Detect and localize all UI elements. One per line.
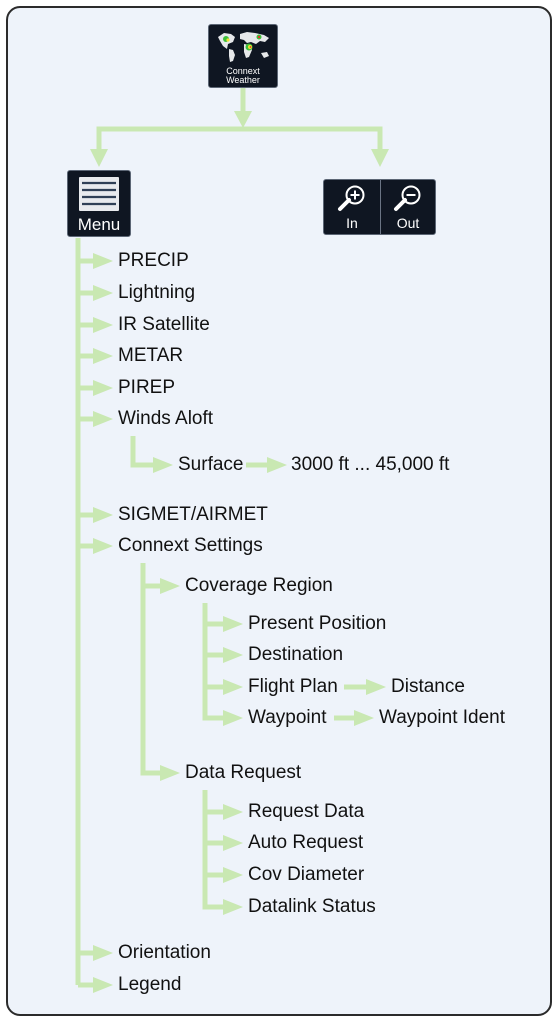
coverage-destination: Destination [248,644,344,665]
coverage-waypoint-ident: Waypoint Ident [379,707,506,728]
connext-weather-label-line1: Connext [226,66,260,76]
menu-label: Menu [77,215,121,234]
data-request-cov-diameter: Cov Diameter [248,864,365,885]
zoom-in-button[interactable]: In [324,180,380,234]
data-request-request-data: Request Data [248,801,365,822]
coverage-present-position: Present Position [248,613,387,634]
menu-item-orientation: Orientation [118,942,211,963]
menu-item-legend: Legend [118,974,182,995]
data-request-datalink-status: Datalink Status [248,896,376,917]
winds-aloft-surface: Surface [178,454,244,475]
world-map-weather-icon [218,32,269,62]
menu-item-metar: METAR [118,345,184,366]
menu-item-winds-aloft: Winds Aloft [118,408,214,429]
settings-coverage-region: Coverage Region [185,575,333,596]
menu-item-ir-satellite: IR Satellite [118,314,210,335]
connext-weather-label-line2: Weather [226,75,260,85]
settings-data-request: Data Request [185,762,302,783]
coverage-flight-plan: Flight Plan [248,676,338,697]
menu-item-lightning: Lightning [118,282,196,303]
menu-item-precip: PRECIP [118,250,189,271]
zoom-in-label: In [346,215,358,231]
menu-item-connext-settings: Connext Settings [118,535,263,556]
menu-button[interactable]: Menu [67,170,131,237]
winds-aloft-altitudes: 3000 ft ... 45,000 ft [291,454,450,475]
menu-item-pirep: PIREP [118,377,176,398]
zoom-out-icon [394,185,421,211]
menu-item-sigmet-airmet: SIGMET/AIRMET [118,504,268,525]
data-request-auto-request: Auto Request [248,832,364,853]
zoom-divider [380,180,381,234]
coverage-flight-plan-distance: Distance [391,676,465,697]
zoom-in-icon [338,185,365,211]
coverage-waypoint: Waypoint [248,707,327,728]
zoom-out-button[interactable]: Out [381,180,435,234]
connext-weather-button[interactable]: Connext Weather [208,24,278,88]
list-icon [79,177,119,211]
zoom-button-group: In Out [323,179,436,235]
zoom-out-label: Out [396,215,420,231]
